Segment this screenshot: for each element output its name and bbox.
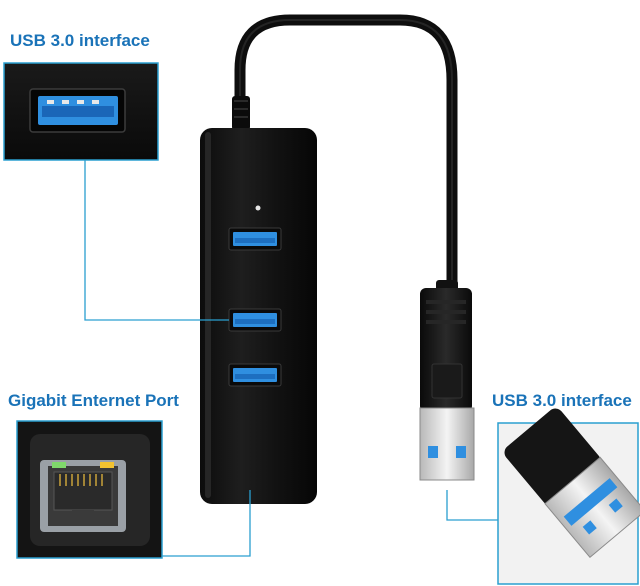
hub-usb-port-3 [228, 363, 282, 387]
usb-plug-inset [497, 408, 640, 585]
usb-port-inset [3, 62, 159, 161]
callout-lines [84, 160, 498, 557]
ethernet-port-callout-label: Gigabit Enternet Port [8, 391, 179, 410]
power-led-icon [255, 205, 261, 211]
hub-usb-port-1 [228, 227, 282, 251]
usb-port-callout-label: USB 3.0 interface [10, 31, 150, 50]
usb-plug-callout-label: USB 3.0 interface [492, 391, 632, 410]
ethernet-port-inset [16, 420, 163, 559]
activity-led-icon [100, 462, 114, 468]
link-led-icon [52, 462, 66, 468]
cable-strain-relief [232, 96, 250, 130]
usb-hub-body [200, 128, 317, 504]
hub-usb-port-2 [228, 308, 282, 332]
usb-a-plug [419, 280, 475, 481]
